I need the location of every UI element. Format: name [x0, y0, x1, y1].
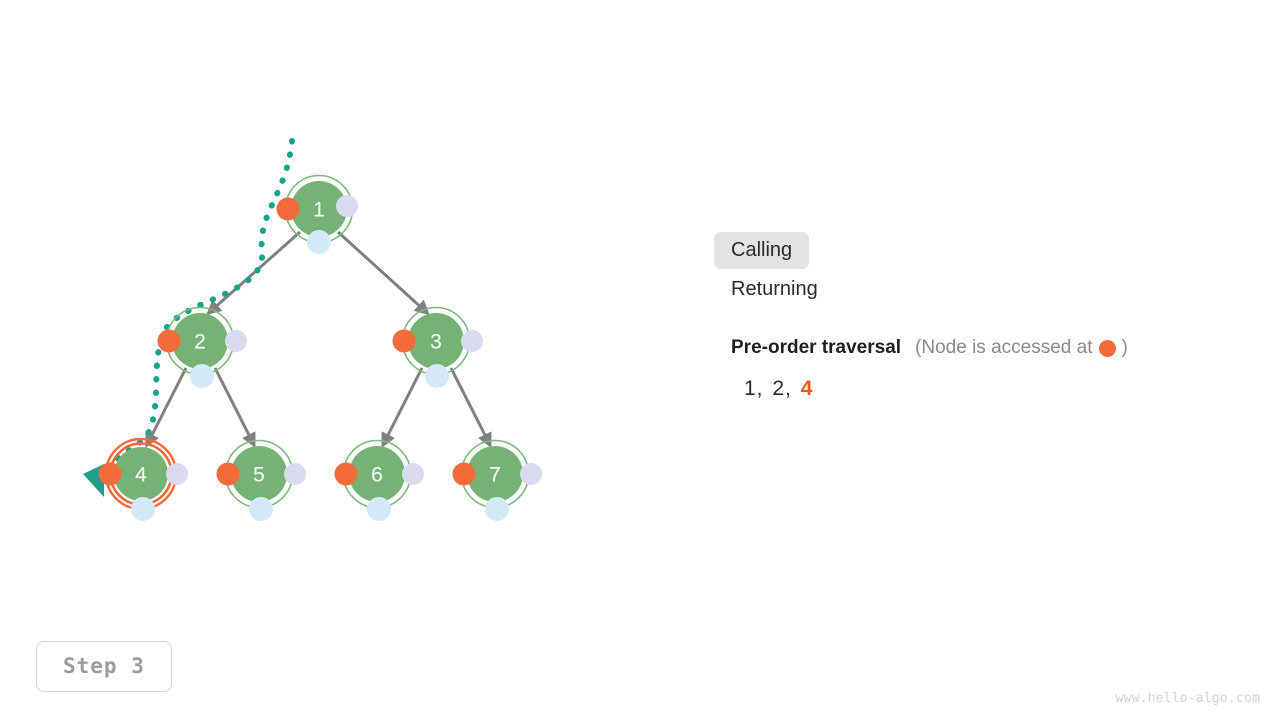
- state-calling-badge[interactable]: Calling: [714, 232, 810, 269]
- access-dot-legend-icon: [1099, 339, 1117, 357]
- node-label: 1: [313, 199, 325, 222]
- left-child-dot: [485, 497, 509, 521]
- tree-nodes: 1 2 3: [98, 174, 543, 522]
- step-badge: Step 3: [36, 641, 172, 692]
- state-returning-row: Returning: [714, 269, 1254, 308]
- node-body: [349, 446, 405, 502]
- info-panel: Calling Returning Pre-order traversal (N…: [714, 232, 1254, 401]
- left-child-dot: [249, 497, 273, 521]
- traversal-note-close: ): [1121, 337, 1128, 358]
- traversal-seq-item-2: 4: [800, 377, 814, 400]
- access-dot: [157, 329, 181, 353]
- left-child-dot: [190, 364, 214, 388]
- tree-node-3[interactable]: 3: [392, 306, 484, 389]
- node-body: [172, 313, 228, 369]
- tree-node-1[interactable]: 1: [276, 174, 359, 255]
- right-child-dot: [461, 330, 483, 352]
- right-child-dot: [225, 330, 247, 352]
- access-dot: [216, 462, 240, 486]
- traversal-title: Pre-order traversal: [731, 337, 902, 358]
- node-body: [291, 181, 347, 237]
- node-label: 7: [489, 464, 501, 487]
- node-label: 2: [194, 331, 206, 354]
- node-label: 6: [371, 464, 383, 487]
- tree-node-5[interactable]: 5: [216, 439, 307, 522]
- state-calling-row: Calling: [714, 232, 1254, 269]
- access-dot: [334, 462, 358, 486]
- edge-1-3: [336, 230, 430, 316]
- access-dot: [392, 329, 416, 353]
- right-child-dot: [284, 463, 306, 485]
- traversal-seq-item-0: 1,: [744, 377, 764, 400]
- state-list: Calling Returning: [714, 232, 1254, 308]
- tree-edges: [145, 230, 492, 448]
- state-returning-label[interactable]: Returning: [731, 278, 818, 300]
- node-label: 4: [135, 464, 147, 487]
- edge-2-4: [145, 367, 188, 448]
- traversal-seq-item-1: 2,: [772, 377, 792, 400]
- left-child-dot: [367, 497, 391, 521]
- tree-svg: 1 2 3: [83, 138, 543, 522]
- access-dot: [276, 197, 300, 221]
- left-child-dot: [307, 230, 331, 254]
- right-child-dot: [166, 463, 188, 485]
- tree-node-6[interactable]: 6: [334, 439, 425, 522]
- right-child-dot: [336, 195, 358, 217]
- traversal-block: Pre-order traversal (Node is accessed at…: [714, 337, 1254, 401]
- recursion-path-line: [97, 138, 295, 479]
- node-body: [467, 446, 523, 502]
- binary-tree-diagram: 1 2 3: [0, 0, 660, 600]
- watermark: www.hello-algo.com: [1115, 691, 1260, 706]
- edge-3-7: [449, 367, 492, 448]
- traversal-heading-row: Pre-order traversal (Node is accessed at…: [731, 337, 1254, 359]
- access-dot: [452, 462, 476, 486]
- right-child-dot: [520, 463, 542, 485]
- node-label: 5: [253, 464, 265, 487]
- access-dot: [98, 462, 122, 486]
- left-child-dot: [131, 497, 155, 521]
- node-body: [231, 446, 287, 502]
- node-body: [114, 447, 168, 501]
- tree-node-2[interactable]: 2: [157, 306, 248, 389]
- node-body: [408, 313, 464, 369]
- left-child-dot: [425, 364, 449, 388]
- traversal-sequence: 1, 2, 4: [731, 377, 1254, 401]
- edge-3-6: [381, 367, 424, 448]
- right-child-dot: [402, 463, 424, 485]
- tree-node-4[interactable]: 4: [98, 437, 189, 521]
- node-label: 3: [430, 331, 442, 354]
- edge-2-5: [213, 367, 256, 448]
- tree-node-7[interactable]: 7: [452, 439, 543, 522]
- traversal-note-open: (Node is accessed at: [915, 337, 1093, 358]
